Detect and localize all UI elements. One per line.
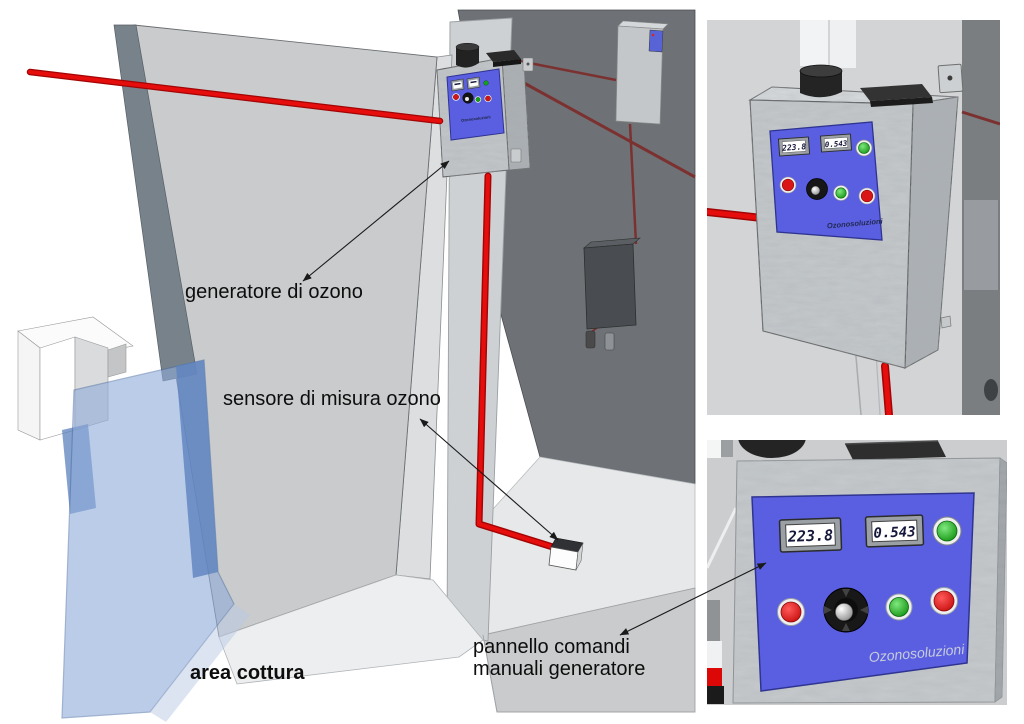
floor-band <box>218 574 484 685</box>
mini-button-red-left <box>453 94 459 100</box>
display-voltage-small: 223.8 <box>777 136 811 157</box>
bottom-tab <box>940 315 952 329</box>
svg-text:0.543: 0.543 <box>873 524 916 541</box>
mini-display-ozone <box>466 76 481 90</box>
indicator-green-small <box>858 142 870 154</box>
svg-text:223.8: 223.8 <box>781 142 807 153</box>
enclosure-side-sliver <box>994 457 1007 703</box>
exhaust-cylinder-closeup <box>799 64 843 98</box>
mini-button-green <box>475 97 481 102</box>
background-dark-box <box>583 237 641 351</box>
top-junction-box-closeup <box>860 84 933 107</box>
generator-closeup-view: 223.8 0.543 Ozonosoluzioni <box>707 20 1000 415</box>
glass-partition <box>61 359 250 722</box>
power-cable-closeup <box>707 208 893 415</box>
top-junction-box <box>486 50 521 67</box>
display-voltage: 223.8 <box>778 517 843 553</box>
control-panel-closeup-view: 223.8 0.543 Ozonosoluzioni <box>707 440 1007 705</box>
mounting-bracket <box>937 63 964 94</box>
label-panel-line1: pannello comandi <box>473 636 630 658</box>
knob <box>823 587 869 633</box>
button-green-small <box>835 187 847 199</box>
ozone-generator-box: Ozonosoluzioni <box>436 42 534 178</box>
mini-display-voltage <box>450 78 465 92</box>
exhaust-cylinder-top-edge <box>738 440 806 458</box>
svg-text:223.8: 223.8 <box>787 526 834 546</box>
button-red-left-small <box>781 178 795 192</box>
display-ozone: 0.543 <box>864 514 925 548</box>
mini-button-red-right <box>485 95 491 102</box>
main-scene-view: Ozonosoluzioni <box>17 9 696 722</box>
indicator-green <box>936 520 958 542</box>
button-green <box>889 597 909 617</box>
label-panel: pannello comandi manuali generatore <box>473 636 645 680</box>
button-red-right <box>933 590 955 612</box>
brand-text-mini: Ozonosoluzioni <box>461 114 491 123</box>
label-panel-line2: manuali generatore <box>473 658 646 680</box>
exhaust-cylinder <box>455 42 480 68</box>
background-generator-unit <box>615 20 669 125</box>
display-ozone-small: 0.543 <box>819 133 853 153</box>
svg-text:0.543: 0.543 <box>824 139 848 150</box>
button-red-right-small <box>860 189 874 203</box>
label-generator: generatore di ozono <box>185 281 363 303</box>
background-column <box>830 20 856 68</box>
label-area: area cottura <box>190 662 305 684</box>
label-sensor: sensore di misura ozono <box>223 388 441 410</box>
background-generator-panel <box>648 29 664 53</box>
generator-box-closeup: 223.8 0.543 Ozonosoluzioni <box>748 64 959 369</box>
junction-box-top-edge <box>844 440 946 460</box>
ozone-sensor <box>548 537 584 571</box>
button-red-left <box>780 601 802 623</box>
mini-indicator-green <box>483 80 489 86</box>
power-cable-horizontal <box>26 68 444 125</box>
mounting-tab <box>510 57 534 163</box>
